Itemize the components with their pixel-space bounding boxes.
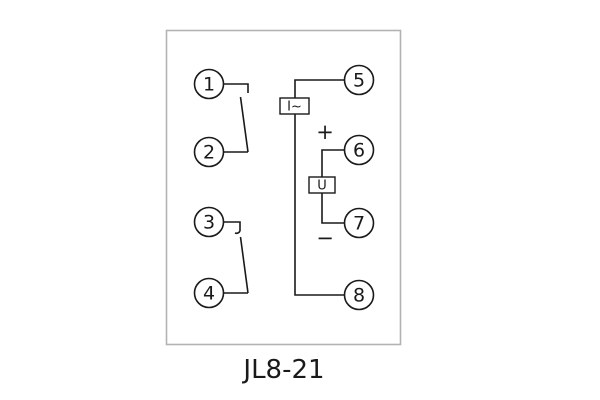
terminal-3-circle — [193, 206, 225, 238]
wire-terminal-1 — [224, 83, 249, 93]
voltage-coil-box — [308, 176, 336, 194]
wire-current-branch-5-8 — [294, 79, 345, 296]
contact-blade-1-2 — [239, 96, 249, 153]
terminal-3-label: 3 — [203, 212, 215, 234]
terminal-2-circle — [193, 136, 225, 168]
terminal-3: 3 — [193, 206, 225, 238]
contact-blade-3-4 — [239, 236, 249, 294]
terminal-5: 5 — [343, 64, 375, 96]
current-coil-label: I~ — [287, 100, 302, 115]
terminal-6-circle — [343, 134, 375, 166]
terminal-5-label: 5 — [353, 70, 365, 92]
terminal-7-circle — [343, 207, 375, 239]
voltage-coil-label: U — [317, 179, 327, 194]
terminal-8-label: 8 — [353, 285, 365, 307]
terminal-7-label: 7 — [353, 213, 365, 235]
terminal-5-circle — [343, 64, 375, 96]
contact-hook-3 — [234, 230, 241, 235]
terminal-2-label: 2 — [203, 142, 215, 164]
terminal-4: 4 — [193, 277, 225, 309]
model-title: JL8-21 — [241, 355, 324, 385]
terminal-4-circle — [193, 277, 225, 309]
minus-sign: − — [316, 226, 334, 250]
terminal-1: 1 — [193, 68, 225, 100]
terminal-4-label: 4 — [203, 283, 215, 305]
terminal-1-label: 1 — [203, 74, 215, 96]
terminal-2: 2 — [193, 136, 225, 168]
terminal-8-circle — [343, 279, 375, 311]
terminal-8: 8 — [343, 279, 375, 311]
terminal-7: 7 — [343, 207, 375, 239]
terminal-1-circle — [193, 68, 225, 100]
wire-terminal-3 — [224, 221, 241, 231]
terminal-6: 6 — [343, 134, 375, 166]
plus-sign: + — [316, 120, 334, 144]
terminal-6-label: 6 — [353, 140, 365, 162]
current-coil-box — [279, 97, 310, 115]
